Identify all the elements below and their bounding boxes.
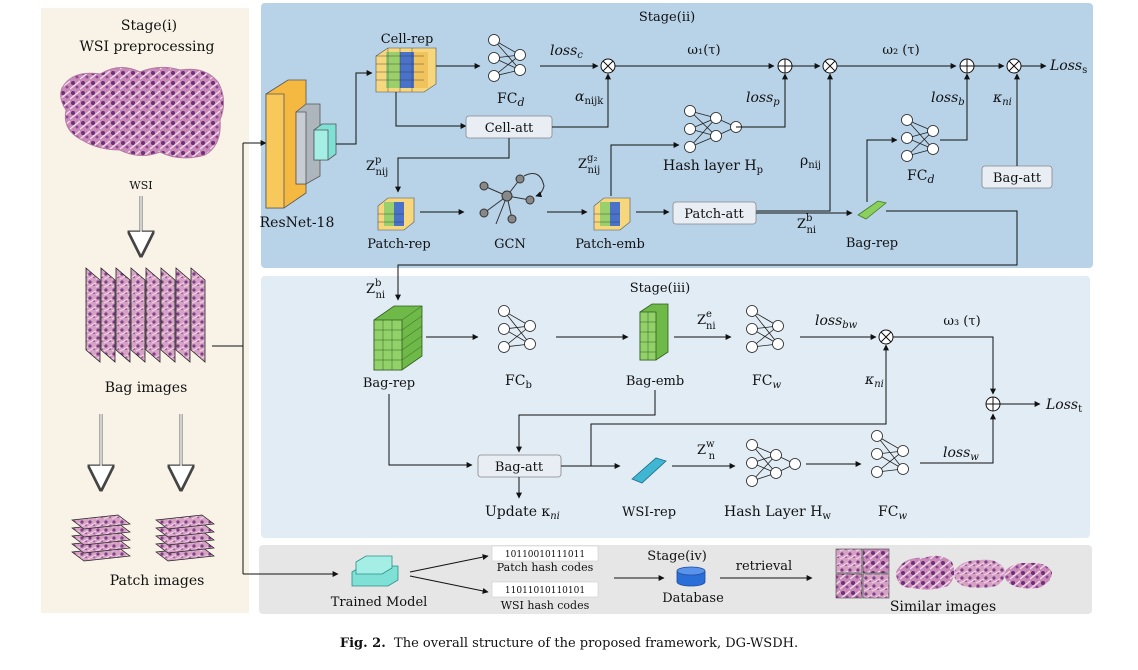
caption-text: The overall structure of the proposed fr… bbox=[394, 636, 799, 651]
bag-rep-bar-stage2 bbox=[857, 200, 887, 220]
bag-emb-grid bbox=[639, 303, 669, 361]
wsi-rep-bar bbox=[631, 457, 667, 484]
update-kappa-label: Update κni bbox=[485, 504, 560, 522]
hash-layer-p-label: Hash layer Hp bbox=[663, 158, 763, 176]
loss-s-label: Losss bbox=[1049, 58, 1087, 76]
bag-att-label-stage3: Bag-att bbox=[495, 460, 544, 475]
loss-c-label: lossc bbox=[550, 43, 583, 61]
patch-code: 10110010111011 bbox=[505, 550, 585, 560]
database-icon bbox=[676, 566, 706, 587]
bag-att-label-stage2: Bag-att bbox=[993, 171, 1042, 186]
gcn-graph bbox=[479, 173, 545, 225]
loss-b-label: lossb bbox=[931, 90, 965, 108]
hash-layer-p-network bbox=[684, 105, 742, 153]
bag-images-stack bbox=[85, 267, 206, 363]
stage4-title: Stage(iv) bbox=[647, 549, 707, 564]
fc-b-network bbox=[498, 305, 536, 353]
stage1-subtitle: WSI preprocessing bbox=[80, 39, 215, 55]
add-node-2 bbox=[959, 58, 975, 74]
rho-label: ρnij bbox=[800, 153, 821, 171]
resnet-18-block bbox=[265, 79, 337, 209]
trained-model-label: Trained Model bbox=[331, 595, 428, 610]
patch-images-label: Patch images bbox=[110, 573, 205, 589]
wsi-code-box bbox=[491, 581, 599, 598]
kappa-label-stage3: κni bbox=[864, 372, 884, 390]
trained-model-icon bbox=[351, 555, 399, 587]
omega1-label: ω₁(τ) bbox=[687, 43, 720, 58]
add-node-stage3 bbox=[985, 396, 1001, 412]
fc-b-label: FCb bbox=[505, 373, 532, 391]
bag-rep-label-stage3: Bag-rep bbox=[363, 376, 415, 391]
patch-code-box bbox=[491, 545, 599, 562]
bag-rep-label-stage2: Bag-rep bbox=[846, 236, 898, 251]
loss-w-label: lossw bbox=[943, 445, 979, 463]
wsi-rep-label: WSI-rep bbox=[622, 505, 676, 520]
wsi-label: WSI bbox=[129, 179, 152, 192]
alpha-label: αnijk bbox=[575, 89, 604, 107]
arrow-resnet-to-cellrep bbox=[336, 70, 373, 145]
database-label: Database bbox=[662, 591, 724, 606]
omega3-label: ω₃ (τ) bbox=[943, 314, 980, 329]
patch-images-stack-1 bbox=[71, 514, 131, 562]
patch-rep-cube bbox=[377, 197, 415, 231]
stage3-title: Stage(iii) bbox=[630, 281, 691, 296]
patch-codes-label: Patch hash codes bbox=[497, 561, 594, 574]
fc-w-label-top: FCw bbox=[752, 373, 781, 391]
omega2-label: ω₂ (τ) bbox=[882, 43, 919, 58]
patch-emb-label: Patch-emb bbox=[575, 237, 645, 252]
resnet-label: ResNet-18 bbox=[260, 215, 335, 231]
patch-emb-cube bbox=[593, 197, 631, 231]
patch-images-stack-2 bbox=[155, 514, 215, 562]
stage1-title: Stage(i) bbox=[121, 18, 177, 34]
fc-d-network-bottom bbox=[901, 114, 939, 162]
fc-w-label-bottom: FCw bbox=[878, 504, 907, 522]
wsi-codes-label: WSI hash codes bbox=[501, 599, 590, 612]
kappa-label-stage2: κni bbox=[992, 90, 1012, 108]
bag-emb-label: Bag-emb bbox=[626, 374, 684, 389]
cell-rep-cube bbox=[375, 47, 437, 93]
wsi-thumbnail bbox=[60, 66, 224, 159]
loss-p-label: lossp bbox=[746, 90, 780, 108]
stage2-title: Stage(ii) bbox=[639, 10, 695, 25]
multiply-node-1 bbox=[600, 58, 616, 74]
loss-t-label: Losst bbox=[1045, 397, 1082, 415]
multiply-node-3 bbox=[1006, 58, 1022, 74]
patch-att-label: Patch-att bbox=[684, 207, 744, 222]
fc-d-label-top: FCd bbox=[497, 91, 524, 109]
retrieval-label: retrieval bbox=[736, 559, 792, 574]
fc-d-network-top bbox=[488, 34, 526, 82]
loss-bw-label: lossbw bbox=[815, 313, 858, 331]
multiply-node-stage3 bbox=[878, 329, 894, 345]
bag-rep-grid-stage3 bbox=[373, 305, 423, 371]
wsi-code: 11011010110101 bbox=[505, 586, 585, 596]
patch-rep-label: Patch-rep bbox=[367, 237, 430, 252]
hash-layer-w-label: Hash Layer Hw bbox=[724, 504, 831, 522]
similar-images-label: Similar images bbox=[890, 599, 996, 615]
gcn-label: GCN bbox=[494, 237, 526, 252]
bag-images-label: Bag images bbox=[105, 380, 188, 396]
add-node-1 bbox=[777, 58, 793, 74]
multiply-node-2 bbox=[822, 58, 838, 74]
similar-images-thumbnails bbox=[835, 548, 1052, 599]
fc-w-network-bottom bbox=[871, 430, 909, 478]
stage2-panel bbox=[261, 3, 1093, 268]
fc-w-network-top bbox=[746, 305, 784, 353]
caption-fig-number: Fig. 2. bbox=[339, 636, 386, 651]
fc-d-label-bottom: FCd bbox=[907, 168, 934, 186]
cell-rep-label: Cell-rep bbox=[381, 32, 434, 47]
hash-layer-w-network bbox=[746, 439, 801, 487]
cell-att-label: Cell-att bbox=[485, 121, 534, 136]
figure-caption: Fig. 2. The overall structure of the pro… bbox=[0, 636, 1138, 651]
